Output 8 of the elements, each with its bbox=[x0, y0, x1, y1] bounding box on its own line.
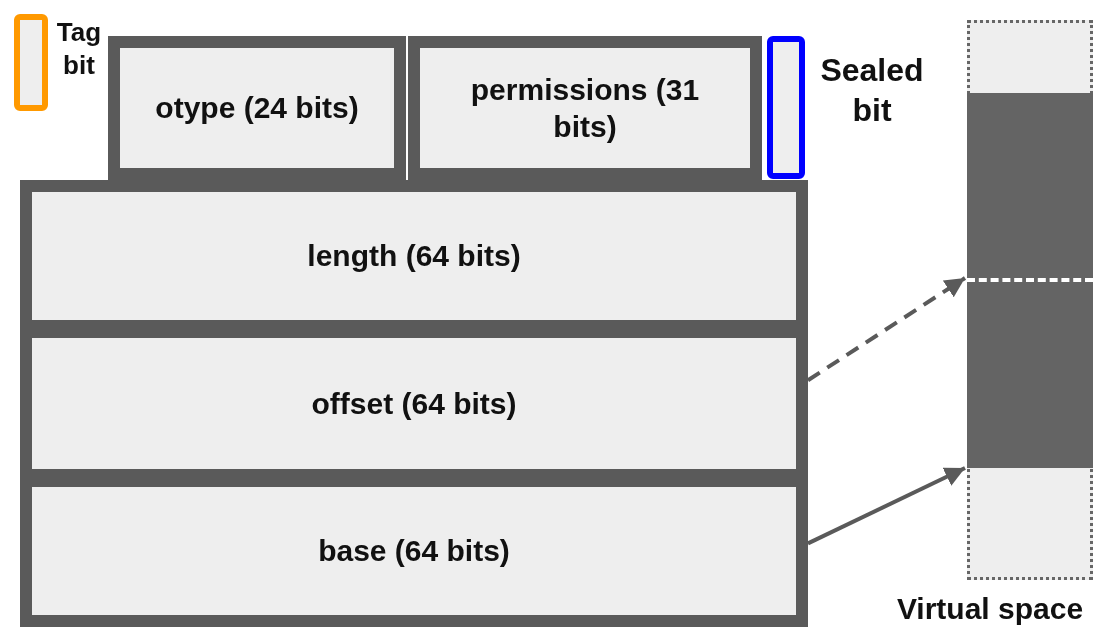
capability-field: permissions (31 bits) bbox=[408, 36, 762, 180]
capability-field: otype (24 bits) bbox=[108, 36, 406, 180]
bit-label: Sealed bit bbox=[819, 51, 925, 130]
bit-label: Tag bit bbox=[55, 16, 103, 81]
memory-region bbox=[967, 93, 1093, 468]
arrow bbox=[806, 276, 967, 382]
arrow bbox=[807, 466, 966, 546]
column-label: Virtual space bbox=[895, 591, 1085, 627]
